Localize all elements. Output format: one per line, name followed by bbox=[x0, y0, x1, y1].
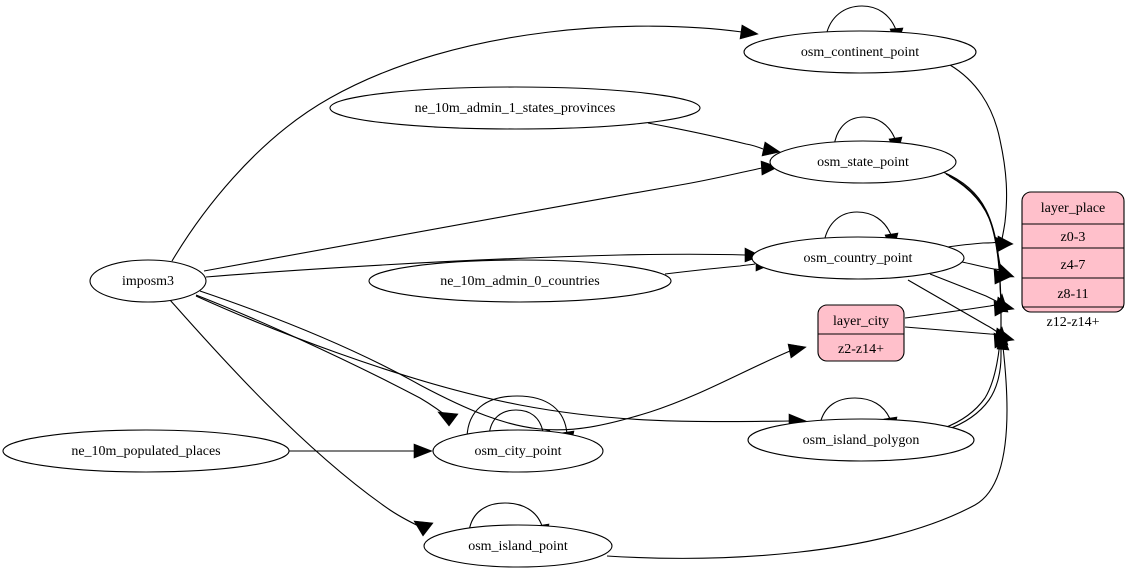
node-label-osm_state_point: osm_state_point bbox=[817, 155, 909, 170]
node-osm_island_point[interactable]: osm_island_point bbox=[423, 524, 613, 568]
record-row-layer_place-z8-11[interactable]: z8-11 bbox=[1057, 287, 1088, 302]
record-row-layer_city-title: layer_city bbox=[833, 314, 889, 329]
node-label-osm_city_point: osm_city_point bbox=[474, 444, 561, 459]
edge-ne_populated-to-osm_city_point bbox=[289, 443, 433, 459]
record-row-layer_city-z2-z14plus[interactable]: z2-z14+ bbox=[838, 342, 884, 357]
edge-imposm3-to-osm_state_point bbox=[203, 160, 779, 272]
node-label-osm_continent_point: osm_continent_point bbox=[801, 45, 919, 60]
node-ne_10m_admin_1_states_provinces[interactable]: ne_10m_admin_1_states_provinces bbox=[329, 86, 701, 130]
edge-osm_continent_point-to-layer_place-z0-3 bbox=[949, 64, 1013, 253]
node-label-osm_island_polygon: osm_island_polygon bbox=[803, 433, 920, 448]
record-node-layer_city[interactable]: layer_city z2-z14+ bbox=[817, 304, 905, 362]
node-label-ne_10m_admin_0_countries: ne_10m_admin_0_countries bbox=[440, 274, 599, 289]
record-row-layer_place-z12-z14plus[interactable]: z12-z14+ bbox=[1047, 315, 1100, 330]
node-layer: imposm3 ne_10m_admin_1_states_provinces … bbox=[2, 30, 977, 568]
record-row-layer_place-z0-3[interactable]: z0-3 bbox=[1061, 230, 1086, 245]
edge-osm_island_polygon-to-layer_place-z8-11 bbox=[943, 293, 1009, 429]
edge-imposm3-to-osm_island_polygon bbox=[195, 295, 807, 429]
node-label-ne_10m_populated_places: ne_10m_populated_places bbox=[71, 444, 220, 459]
node-imposm3[interactable]: imposm3 bbox=[89, 259, 207, 303]
edge-imposm3-to-osm_city_point bbox=[195, 294, 459, 427]
node-osm_island_polygon[interactable]: osm_island_polygon bbox=[747, 418, 975, 462]
node-ne_10m_admin_0_countries[interactable]: ne_10m_admin_0_countries bbox=[368, 259, 672, 303]
edge-imposm3-to-layer_city bbox=[199, 290, 807, 431]
edge-osm_island_point-to-layer_place-z12-z14+ bbox=[606, 331, 1010, 559]
record-row-layer_place-title: layer_place bbox=[1041, 201, 1106, 216]
edge-imposm3-to-osm_continent_point bbox=[171, 24, 759, 262]
node-osm_state_point[interactable]: osm_state_point bbox=[769, 140, 957, 184]
node-label-osm_island_point: osm_island_point bbox=[468, 539, 568, 554]
node-osm_country_point[interactable]: osm_country_point bbox=[751, 236, 965, 280]
record-node-layer_place[interactable]: layer_place z0-3 z4-7 z8-11 z12-z14+ bbox=[1021, 191, 1125, 330]
node-ne_10m_populated_places[interactable]: ne_10m_populated_places bbox=[2, 429, 290, 473]
node-label-ne_10m_admin_1_states_provinces: ne_10m_admin_1_states_provinces bbox=[415, 101, 616, 116]
edge-osm_country_point-to-layer_place-z0-3 bbox=[947, 235, 1014, 251]
edge-ne_states-to-osm_state_point bbox=[647, 122, 781, 157]
node-osm_city_point[interactable]: osm_city_point bbox=[432, 429, 604, 473]
edge-imposm3-to-osm_island_point bbox=[169, 299, 434, 537]
record-layer: layer_place z0-3 z4-7 z8-11 z12-z14+ lay… bbox=[817, 191, 1125, 362]
node-label-osm_country_point: osm_country_point bbox=[804, 251, 913, 266]
edge-osm_country_point-to-layer_place-z4-7 bbox=[961, 261, 1015, 278]
node-label-imposm3: imposm3 bbox=[122, 274, 174, 289]
node-osm_continent_point[interactable]: osm_continent_point bbox=[743, 30, 977, 74]
record-row-layer_place-z4-7[interactable]: z4-7 bbox=[1061, 258, 1086, 273]
